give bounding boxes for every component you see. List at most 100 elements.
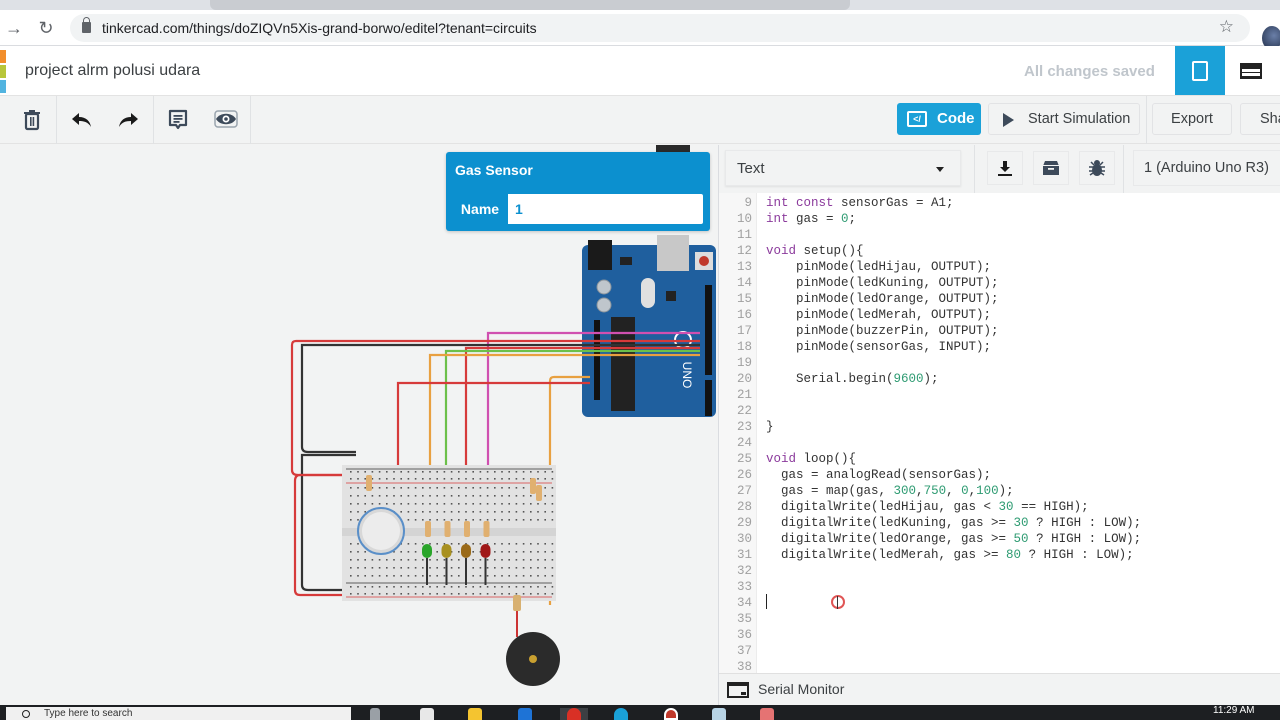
component-list-button[interactable] — [1230, 46, 1270, 95]
breadboard-hole — [386, 487, 388, 489]
store-icon[interactable] — [420, 708, 434, 720]
circuit-canvas[interactable]: UNO — [0, 145, 718, 705]
circuit-view-button[interactable] — [1175, 46, 1225, 95]
export-button[interactable]: Export — [1152, 103, 1232, 135]
code-line[interactable]: 37 — [719, 643, 1280, 659]
code-button[interactable]: </ Code — [897, 103, 981, 135]
code-line[interactable]: 18 pinMode(sensorGas, INPUT); — [719, 339, 1280, 355]
code-number: 300 — [893, 484, 917, 498]
code-line[interactable]: 32 — [719, 563, 1280, 579]
code-line[interactable]: 23} — [719, 419, 1280, 435]
code-line[interactable]: 27 gas = map(gas, 300,750, 0,100); — [719, 483, 1280, 499]
code-line[interactable]: 28 digitalWrite(ledHijau, gas < 30 == HI… — [719, 499, 1280, 515]
code-line[interactable]: 38 — [719, 659, 1280, 673]
code-line[interactable]: 26 gas = analogRead(sensorGas); — [719, 467, 1280, 483]
start-simulation-button[interactable]: Start Simulation — [988, 103, 1140, 135]
code-line[interactable]: 22 — [719, 403, 1280, 419]
breadboard-hole — [551, 511, 554, 513]
url-field[interactable]: tinkercad.com/things/doZIQVn5Xis-grand-b… — [70, 14, 1250, 42]
code-text: pinMode(ledOrange, OUTPUT); — [766, 291, 999, 307]
breadboard-hole — [414, 487, 417, 489]
breadboard-hole — [501, 478, 503, 480]
code-line[interactable]: 24 — [719, 435, 1280, 451]
resistor — [530, 478, 536, 494]
tinkercad-logo[interactable] — [0, 50, 6, 94]
code-line[interactable]: 21 — [719, 387, 1280, 403]
share-button[interactable]: Share — [1240, 103, 1280, 135]
breadboard-hole — [486, 593, 489, 595]
breadboard-hole — [530, 511, 532, 513]
code-line[interactable]: 11 — [719, 227, 1280, 243]
code-line[interactable]: 20 Serial.begin(9600); — [719, 371, 1280, 387]
breadboard-hole — [486, 567, 489, 569]
code-text: gas = analogRead(sensorGas); — [766, 467, 991, 483]
bookmark-star-icon[interactable]: ☆ — [1218, 17, 1234, 36]
code-line[interactable]: 35 — [719, 611, 1280, 627]
forward-arrow-icon[interactable]: → — [5, 18, 23, 38]
reload-icon[interactable]: ↻ — [38, 18, 54, 38]
arduino-uno-board[interactable]: UNO — [582, 235, 716, 417]
name-value[interactable]: 1 — [515, 201, 523, 217]
board-selector[interactable]: 1 (Arduino Uno R3) — [1133, 150, 1280, 186]
app-icon-4[interactable] — [760, 708, 774, 720]
code-line[interactable]: 29 digitalWrite(ledKuning, gas >= 30 ? H… — [719, 515, 1280, 531]
redo-icon[interactable] — [114, 106, 142, 134]
breadboard-hole — [501, 543, 503, 545]
breadboard-hole — [537, 551, 539, 553]
visibility-eye-icon[interactable] — [212, 106, 240, 134]
code-line[interactable]: 16 pinMode(ledMerah, OUTPUT); — [719, 307, 1280, 323]
download-icon[interactable] — [987, 151, 1023, 185]
edge-icon[interactable] — [614, 708, 628, 720]
project-title[interactable]: project alrm polusi udara — [25, 62, 201, 79]
app-icon-2[interactable] — [664, 708, 678, 720]
serial-monitor-button[interactable]: Serial Monitor — [719, 673, 1280, 705]
code-line[interactable]: 14 pinMode(ledKuning, OUTPUT); — [719, 275, 1280, 291]
gas-sensor[interactable] — [357, 507, 405, 555]
breadboard-hole — [407, 487, 410, 489]
chrome-active-icon[interactable] — [560, 708, 588, 720]
breadboard-hole — [551, 559, 554, 561]
line-number: 15 — [736, 292, 752, 306]
taskbar-clock[interactable]: 11:29 AM — [1213, 705, 1255, 716]
breadboard-hole — [530, 551, 532, 553]
code-line[interactable]: 13 pinMode(ledHijau, OUTPUT); — [719, 259, 1280, 275]
code-line[interactable]: 15 pinMode(ledOrange, OUTPUT); — [719, 291, 1280, 307]
breadboard-hole — [479, 503, 482, 505]
app-icon-3[interactable] — [712, 708, 726, 720]
name-label: Name — [452, 194, 508, 224]
code-line[interactable]: 19 — [719, 355, 1280, 371]
breadboard-hole — [472, 503, 474, 505]
code-line[interactable]: 31 digitalWrite(ledMerah, gas >= 80 ? HI… — [719, 547, 1280, 563]
delete-trash-icon[interactable] — [18, 106, 46, 134]
breadboard-hole — [508, 471, 510, 473]
wires[interactable] — [290, 331, 700, 605]
breadboard-hole — [522, 567, 525, 569]
code-line[interactable]: 36 — [719, 627, 1280, 643]
code-line[interactable]: 30 digitalWrite(ledOrange, gas >= 50 ? H… — [719, 531, 1280, 547]
app-icon[interactable] — [518, 708, 532, 720]
task-view-icon[interactable] — [370, 708, 380, 720]
library-archive-icon[interactable] — [1033, 151, 1069, 185]
file-explorer-icon[interactable] — [468, 708, 482, 720]
breadboard-hole — [494, 511, 496, 513]
taskbar-search[interactable]: Type here to search — [6, 707, 351, 720]
debugger-bug-icon[interactable] — [1079, 151, 1115, 185]
code-mode-dropdown[interactable]: Text — [725, 150, 961, 186]
breadboard-hole — [414, 593, 417, 595]
profile-avatar[interactable] — [1262, 26, 1280, 50]
component-name-field[interactable]: Name 1 — [451, 193, 704, 225]
browser-tab[interactable] — [210, 0, 850, 10]
undo-icon[interactable] — [68, 106, 96, 134]
piezo-buzzer[interactable] — [506, 595, 560, 686]
code-line[interactable]: 34 — [719, 595, 1280, 611]
code-line[interactable]: 33 — [719, 579, 1280, 595]
breadboard-hole — [458, 551, 460, 553]
code-number: 30 — [998, 500, 1014, 514]
notes-icon[interactable] — [164, 106, 192, 134]
code-line[interactable]: 17 pinMode(buzzerPin, OUTPUT); — [719, 323, 1280, 339]
